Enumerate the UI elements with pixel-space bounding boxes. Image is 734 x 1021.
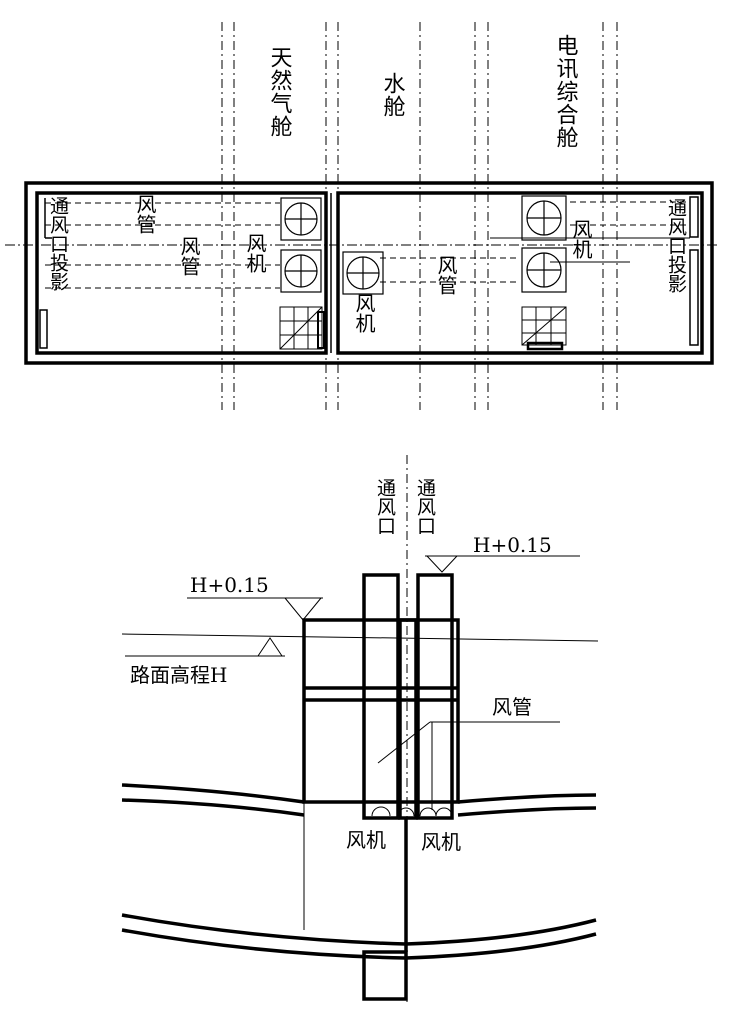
road-surface [121,633,599,657]
section-label-elevation-right: H+0.15 [473,533,552,557]
compartment-title-water: 水舱 [380,72,406,118]
section-label-elevation-left: H+0.15 [190,573,269,597]
plan-axis-lines [221,22,618,410]
plan-hatched-boxes [279,306,567,351]
vent-shaft [302,573,460,1001]
section-label-road-elevation: 路面高程H [130,663,227,687]
duct-leader [377,721,560,810]
fan-symbol [521,195,567,241]
compartment-title-gas: 天然气舱 [267,46,293,138]
plan-label-duct-c: 风管 [434,255,458,295]
section-label-vent-left: 通风口 [374,478,396,535]
plan-label-vent-projection-right: 通风口投影 [665,198,687,293]
plan-walls [24,181,714,365]
plan-duct-lines [45,201,690,289]
plan-solid-duct-lines [490,237,690,263]
vent-projection-left-detail [39,198,52,349]
fan-symbol [280,249,322,293]
section-view: 通风口 通风口 H+0.15 H+0.15 路面高程H 风管 风机 风机 [121,455,599,1005]
fan-symbol [342,251,384,295]
plan-fans [280,195,567,295]
section-label-duct: 风管 [492,695,532,719]
elevation-markers [187,555,580,621]
section-fans [367,806,453,818]
section-label-fan-right: 风机 [421,830,461,854]
plan-view: 天然气舱 水舱 电讯综合舱 风管 风管 风管 风机 风机 风机 通风口投影 通风… [5,22,720,410]
plan-label-fan-c: 风机 [569,219,593,259]
plan-label-vent-projection-left: 通风口投影 [47,196,69,291]
compartment-title-telecom: 电讯综合舱 [553,34,579,149]
vent-projection-right-detail [689,196,699,346]
plan-label-duct-a: 风管 [133,194,157,234]
fan-symbol [280,197,322,241]
section-label-fan-left: 风机 [346,828,386,852]
section-label-vent-right: 通风口 [414,478,436,535]
plan-label-fan-b: 风机 [352,293,376,333]
tunnel-lines [121,783,597,960]
plan-label-duct-b: 风管 [177,236,201,276]
fan-symbol [521,247,567,293]
plan-label-fan-a: 风机 [243,233,267,273]
